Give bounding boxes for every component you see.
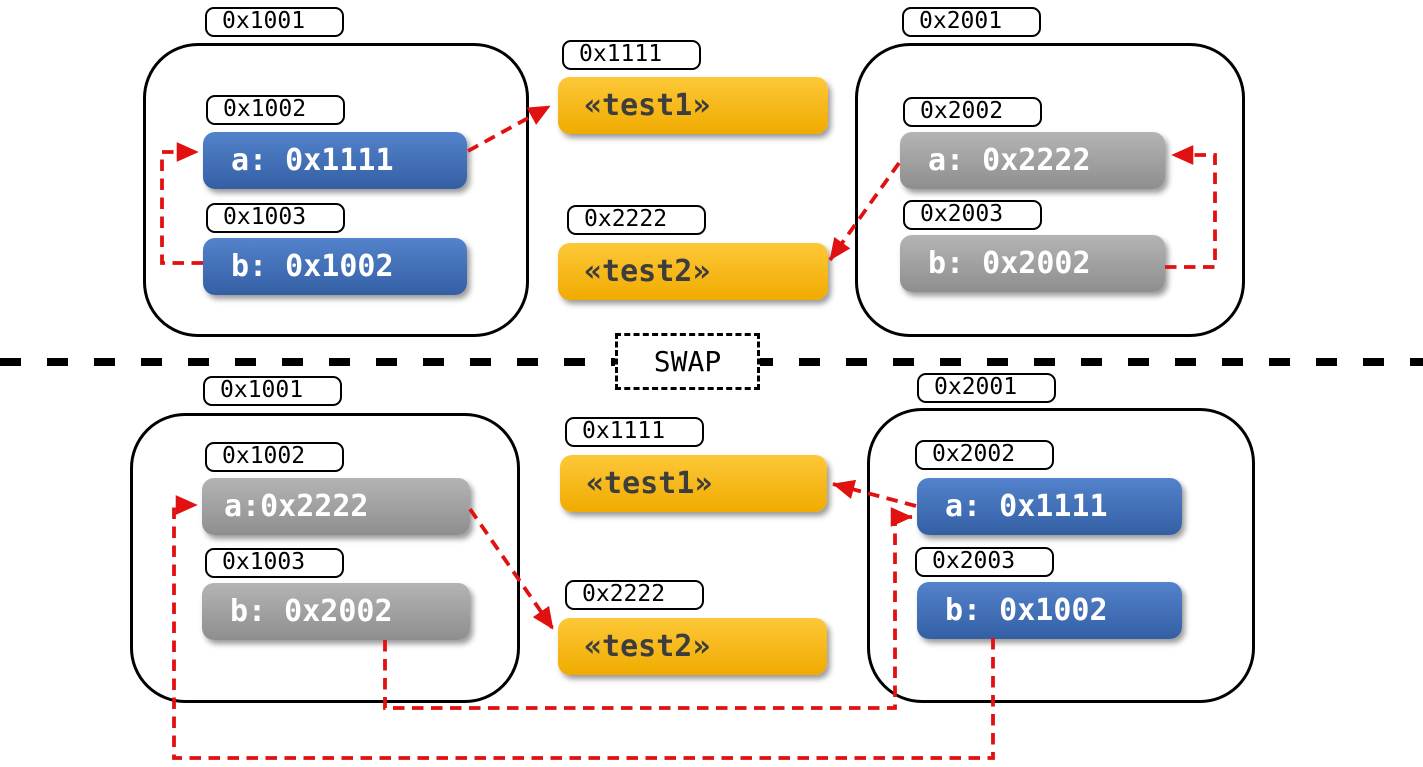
after-string1-address-tab: 0x1111 [565, 417, 704, 447]
before-string1-address-tab: 0x1111 [562, 40, 701, 70]
after-left-var-a-address-tab: 0x1002 [205, 442, 344, 472]
after-left-var-b-box: b: 0x2002 [202, 583, 470, 640]
before-right-var-b-box: b: 0x2002 [900, 235, 1165, 292]
after-left-frame-address-tab: 0x1001 [203, 376, 342, 406]
after-right-var-b-box: b: 0x1002 [917, 582, 1182, 639]
after-left-var-a-box: a:0x2222 [202, 478, 470, 535]
after-string2-address-tab: 0x2222 [565, 580, 704, 610]
before-right-var-b-address-tab: 0x2003 [903, 200, 1042, 230]
before-string2-box: «test2» [558, 243, 828, 300]
before-left-frame-address-tab: 0x1001 [205, 7, 344, 37]
before-left-var-b-box: b: 0x1002 [203, 238, 467, 295]
after-left-var-b-address-tab: 0x1003 [205, 548, 344, 578]
after-right-var-a-address-tab: 0x2002 [915, 440, 1054, 470]
after-right-var-b-address-tab: 0x2003 [915, 547, 1054, 577]
before-left-var-b-address-tab: 0x1003 [206, 203, 345, 233]
before-left-var-a-box: a: 0x1111 [203, 132, 467, 189]
before-right-frame-address-tab: 0x2001 [902, 7, 1041, 37]
before-string1-box: «test1» [558, 77, 828, 134]
after-string2-box: «test2» [558, 618, 827, 675]
before-right-var-a-box: a: 0x2222 [900, 132, 1165, 189]
after-right-var-a-box: a: 0x1111 [917, 478, 1182, 535]
before-right-var-a-address-tab: 0x2002 [903, 97, 1042, 127]
after-right-frame-address-tab: 0x2001 [917, 373, 1056, 403]
before-right-frame [855, 43, 1245, 337]
after-string1-box: «test1» [560, 455, 827, 512]
before-left-var-a-address-tab: 0x1002 [206, 95, 345, 125]
before-string2-address-tab: 0x2222 [567, 205, 706, 235]
swap-label: SWAP [653, 345, 722, 378]
swap-label-box: SWAP [615, 333, 760, 390]
